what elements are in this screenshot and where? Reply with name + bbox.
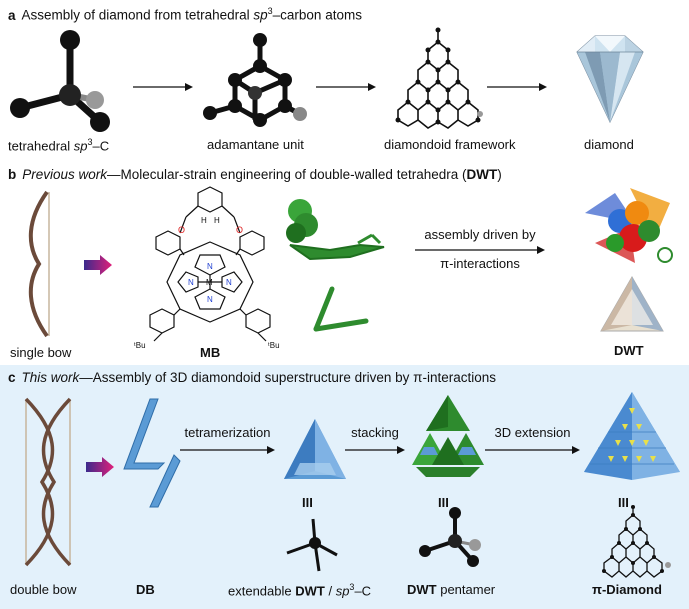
dwt-tetrahedron-icon — [600, 275, 664, 332]
mol-h-right: H — [214, 216, 220, 225]
single-bow-image — [28, 190, 50, 338]
label-single-bow: single bow — [10, 345, 72, 360]
double-bow-image — [24, 397, 72, 567]
mol-o-right: O — [236, 225, 243, 235]
arrow-text-assembly: assembly driven by — [424, 227, 536, 242]
arrow-c-3d-extension — [485, 446, 580, 454]
mol-o-left: O — [178, 225, 185, 235]
mol-tbu-left: ᵗBu — [134, 341, 146, 350]
label-adamantane: adamantane unit — [207, 137, 304, 152]
diamondoid-framework-model — [395, 27, 483, 129]
mol-tbu-right: ᵗBu — [268, 341, 280, 350]
blue-pyramid-superstructure — [584, 392, 680, 480]
label-tetrahedral: tetrahedral sp3–C — [8, 137, 110, 154]
arrow-c-tetramerization — [180, 446, 275, 454]
mol-n-right: N — [226, 278, 232, 287]
label-diamond: diamond — [584, 137, 634, 152]
gradient-arrow-b — [84, 255, 112, 275]
label-diamondoid-framework: diamondoid framework — [384, 137, 516, 152]
label-double-bow: double bow — [10, 582, 77, 597]
dwt-colored-structure — [585, 188, 673, 263]
mol-n-top: N — [207, 262, 213, 271]
blue-tetrahedron — [284, 419, 346, 479]
diamond-gem-image — [576, 35, 644, 124]
arrow-a1 — [133, 83, 193, 91]
equiv-symbol-2: III — [438, 495, 449, 510]
extendable-sp3-carbon-model — [286, 518, 338, 572]
db-shape — [123, 398, 181, 508]
mb-molecule-structure: H H O O N N N N M ᵗBu ᵗBu — [134, 186, 280, 350]
mb-green-3d-model — [286, 199, 385, 261]
mol-n-left: N — [188, 278, 194, 287]
label-db: DB — [136, 582, 155, 597]
gradient-arrow-c — [86, 457, 114, 477]
dwt-pentamer-model — [419, 507, 481, 567]
angle-green-icon — [313, 286, 369, 332]
arrow-a3 — [487, 83, 547, 91]
equiv-symbol-3: III — [618, 495, 629, 510]
arrow-text-stacking: stacking — [351, 425, 399, 440]
mol-n-bottom: N — [207, 295, 213, 304]
arrow-text-pi: π-interactions — [440, 256, 520, 271]
tetrahedral-carbon-model — [10, 30, 110, 132]
label-mb: MB — [200, 345, 221, 360]
label-extendable-dwt: extendable DWT / sp3–C — [228, 582, 372, 599]
label-dwt-b: DWT — [614, 343, 644, 358]
arrow-text-tetramerization: tetramerization — [184, 425, 271, 440]
adamantane-model — [203, 33, 307, 127]
green-pentamer — [412, 395, 484, 477]
label-dwt-pentamer: DWT pentamer — [407, 582, 496, 597]
arrow-a2 — [316, 83, 376, 91]
mol-m: M — [206, 278, 213, 287]
equiv-symbol-1: III — [302, 495, 313, 510]
mol-h-left: H — [201, 216, 207, 225]
arrow-text-3d-extension: 3D extension — [494, 425, 571, 440]
label-pi-diamond: π-Diamond — [592, 582, 662, 597]
pi-diamond-framework-model — [602, 505, 671, 578]
arrow-b-assembly — [415, 246, 545, 254]
arrow-c-stacking — [345, 446, 405, 454]
